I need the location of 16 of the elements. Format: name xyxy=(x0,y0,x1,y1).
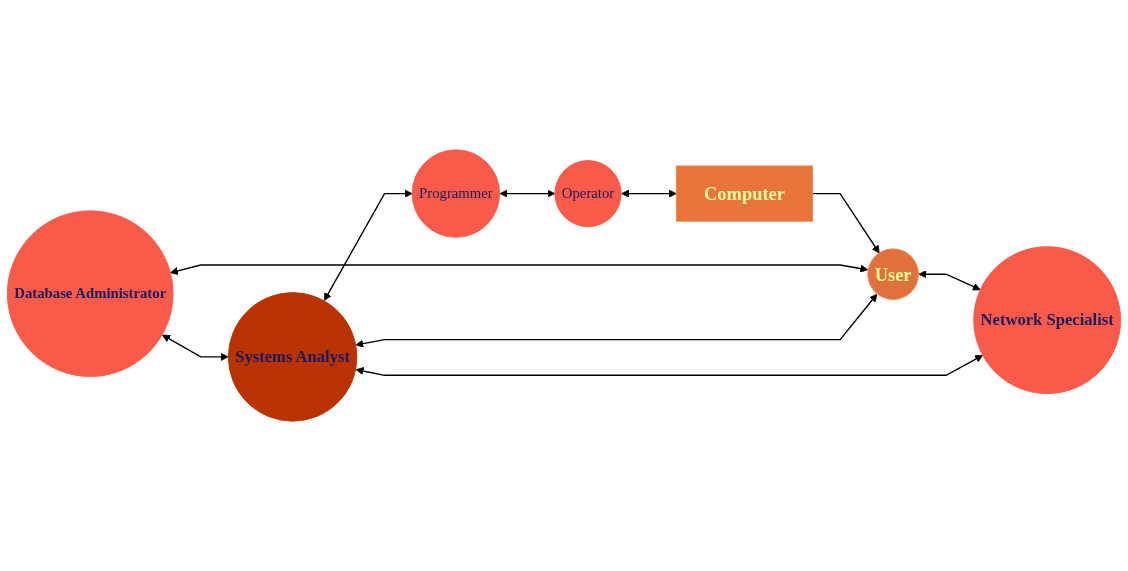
arrow xyxy=(355,354,984,376)
arrow xyxy=(323,189,413,301)
node-circle: Programmer xyxy=(411,149,501,238)
arrow xyxy=(170,264,869,275)
arrow xyxy=(621,189,677,198)
arrow xyxy=(499,189,556,198)
node-circle: Network Specialist xyxy=(973,246,1122,395)
arrow xyxy=(918,270,981,291)
node-circle: User xyxy=(867,248,919,300)
node-circle: Operator xyxy=(554,160,622,228)
arrow xyxy=(355,293,878,348)
arrow xyxy=(811,192,880,254)
node-circle: Database Administrator xyxy=(6,210,174,377)
arrow xyxy=(162,334,229,361)
node-box: Computer xyxy=(675,165,813,222)
node-circle: Systems Analyst xyxy=(227,292,358,422)
